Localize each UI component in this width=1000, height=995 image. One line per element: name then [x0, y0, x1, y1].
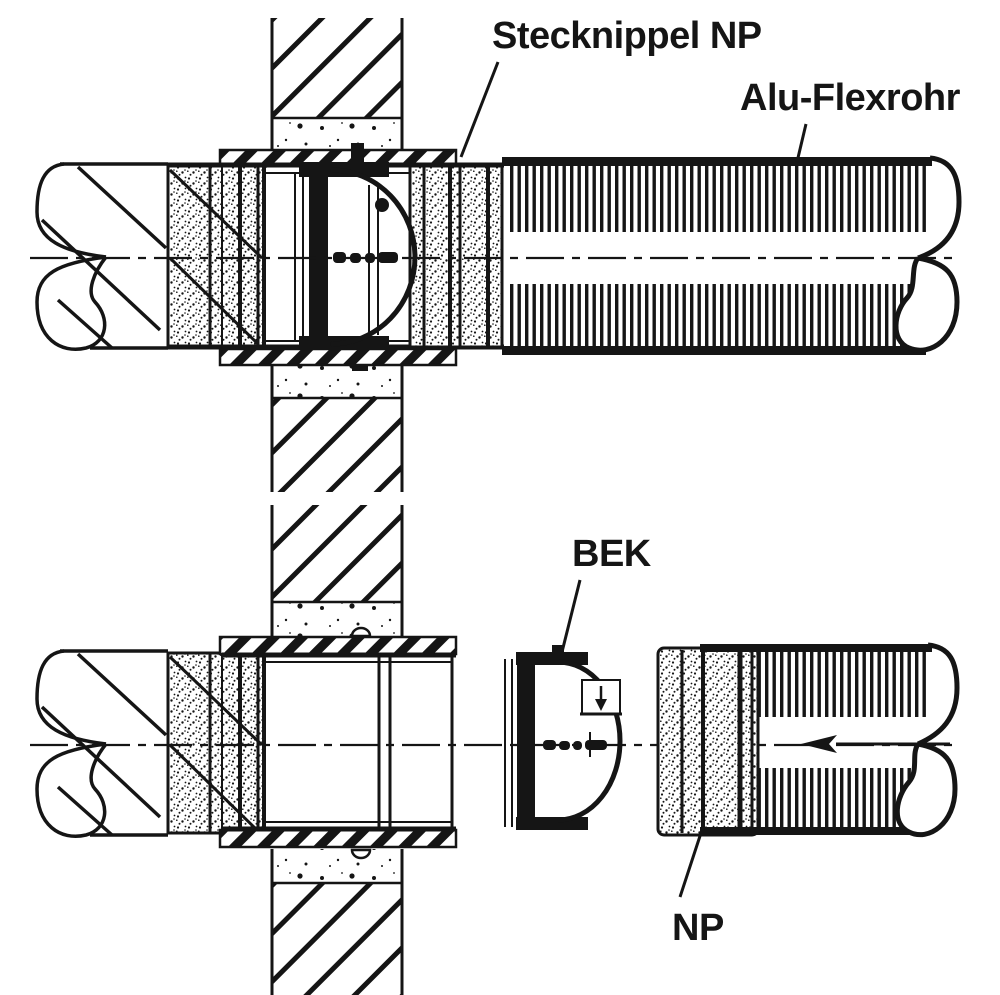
- alu-flex-pipe-top: [502, 155, 962, 355]
- mortar-notch: [352, 365, 368, 371]
- leader-stecknippel: [459, 61, 500, 158]
- wall-upper-2: [270, 505, 404, 638]
- mortar-notch-2: [350, 626, 372, 638]
- seal-rings-left-2: [166, 651, 267, 835]
- wall-upper: [270, 18, 404, 150]
- leader-alu-flexrohr: [795, 123, 808, 163]
- down-arrow-icon: [595, 699, 607, 711]
- flow-marker: [375, 198, 389, 212]
- bek-top-tab-2: [552, 645, 564, 654]
- bek-top-tab: [351, 143, 364, 163]
- bek-removed: [504, 645, 623, 830]
- sleeve-flange-top-2: [218, 635, 458, 656]
- leader-np: [678, 835, 702, 898]
- bek-plate-2: [517, 660, 535, 822]
- label-stecknippel: Stecknippel NP: [492, 15, 762, 57]
- wall-lower: [270, 365, 404, 492]
- mortar-notch-3: [350, 848, 372, 860]
- wall-lower-2: [270, 848, 404, 995]
- stecknippel-rings: [408, 164, 504, 349]
- bek-dome-2: [557, 659, 623, 823]
- figure-exploded: [30, 505, 960, 995]
- label-np: NP: [672, 907, 724, 949]
- wall-sleeve-2: [218, 635, 458, 849]
- stove-pipe-left: [35, 162, 168, 351]
- figure-installed: [30, 18, 962, 492]
- np-nipple: [656, 646, 760, 837]
- flex-break-loop: [893, 255, 960, 353]
- label-alu-flexrohr: Alu-Flexrohr: [740, 77, 961, 119]
- annotations: Stecknippel NP Alu-Flexrohr BEK NP: [459, 15, 961, 949]
- leader-bek: [560, 579, 582, 653]
- bek-spring-2: [585, 740, 607, 750]
- seal-rings-left: [166, 164, 267, 349]
- flow-direction-arrow: [801, 735, 837, 753]
- bek-plate: [309, 173, 328, 341]
- np-and-flex-pipe: [656, 642, 960, 838]
- sleeve-flange-bottom-2: [218, 828, 458, 849]
- label-bek: BEK: [572, 533, 652, 575]
- flex-break-curve: [917, 155, 962, 261]
- stove-pipe-left-2: [35, 649, 168, 838]
- sleeve-flange-bottom: [218, 347, 458, 367]
